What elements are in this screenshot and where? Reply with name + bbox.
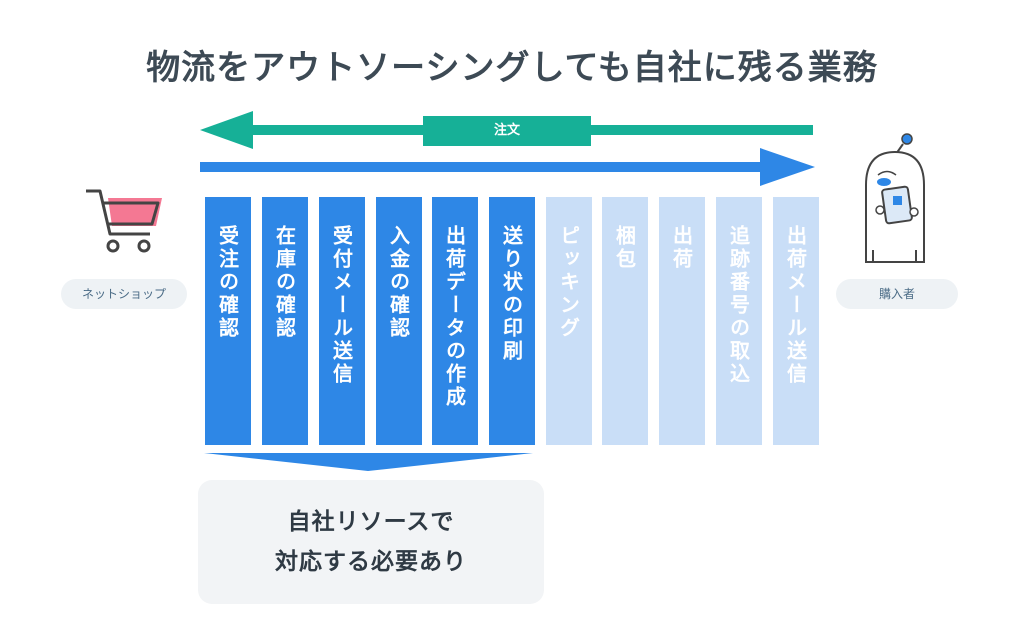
fulfilment-arrow-head [760, 148, 815, 186]
callout-box: 自社リソースで 対応する必要あり [198, 480, 544, 604]
task-column: 出荷データの作成 [432, 197, 478, 445]
task-label: 入金の確認 [386, 225, 411, 340]
task-label: ピッキング [556, 225, 581, 340]
task-column-outsourced: ピッキング [546, 197, 592, 445]
task-column: 入金の確認 [376, 197, 422, 445]
task-column: 受付メール送信 [319, 197, 365, 445]
page-title: 物流をアウトソーシングしても自社に残る業務 [146, 48, 878, 88]
task-label: 受注の確認 [215, 225, 240, 340]
task-label: 在庫の確認 [272, 225, 297, 340]
task-label: 追跡番号の取込 [726, 225, 751, 386]
order-label-box [423, 116, 591, 146]
task-column-outsourced: 出荷メール送信 [773, 197, 819, 445]
fulfilment-arrow-line [200, 162, 770, 172]
callout-line-1: 自社リソースで [287, 509, 455, 535]
task-column: 送り状の印刷 [489, 197, 535, 445]
order-label: 注文 [493, 123, 520, 138]
in-house-chevron [204, 453, 533, 471]
callout-line-2: 対応する必要あり [275, 549, 467, 575]
task-column-outsourced: 出荷 [659, 197, 705, 445]
task-label: 受付メール送信 [329, 225, 354, 386]
task-column: 在庫の確認 [262, 197, 308, 445]
task-column: 受注の確認 [205, 197, 251, 445]
net-shop-label: ネットショップ [61, 279, 187, 309]
buyer-character-icon [865, 133, 925, 263]
task-column-outsourced: 追跡番号の取込 [716, 197, 762, 445]
shopping-cart-icon [86, 189, 162, 253]
task-label: 出荷メール送信 [783, 225, 808, 386]
task-label: 梱包 [612, 225, 637, 271]
task-label: 出荷 [669, 225, 694, 271]
task-label: 出荷データの作成 [442, 225, 467, 409]
task-label: 送り状の印刷 [499, 225, 524, 363]
task-column-outsourced: 梱包 [602, 197, 648, 445]
buyer-label: 購入者 [836, 279, 958, 309]
order-arrow-head [200, 111, 253, 149]
